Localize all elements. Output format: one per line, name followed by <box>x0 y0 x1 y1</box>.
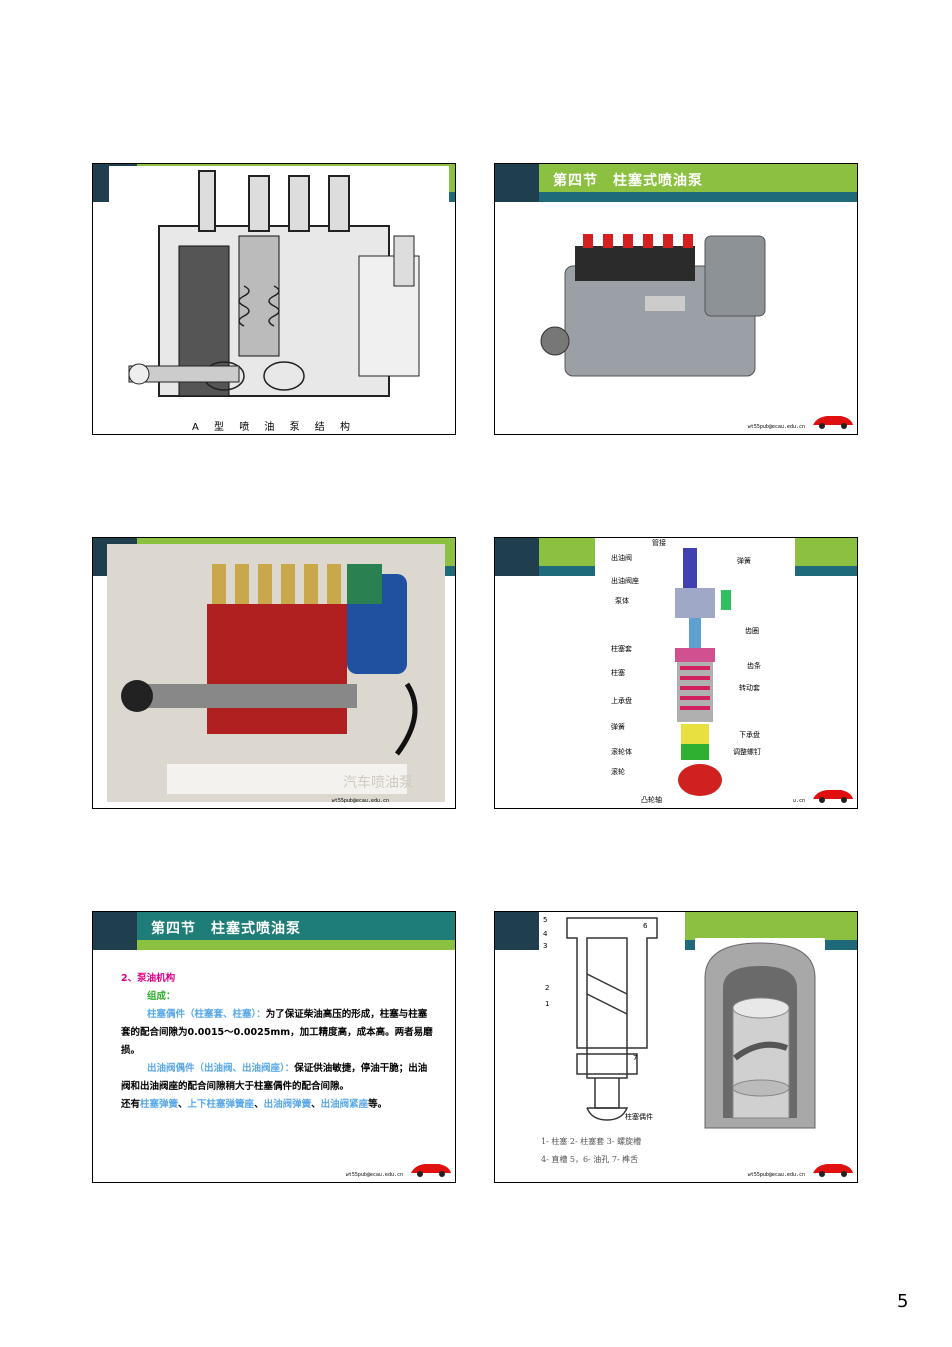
red-car-icon <box>813 1164 853 1177</box>
section-heading: 2、泵油机构 <box>121 973 176 984</box>
diagram-number: 4 <box>543 930 548 938</box>
label-lower-seat: 下承盘 <box>739 731 760 739</box>
plunger-pair-line-drawing <box>566 917 658 1121</box>
paragraph-1: 柱塞偶件（柱塞套、柱塞）：为了保证柴油高压的形成，柱塞与柱塞套的配合间隙为0.0… <box>121 1009 433 1056</box>
label-rack: 齿条 <box>747 662 761 670</box>
label-plunger-barrel: 柱塞套 <box>611 645 632 653</box>
logo-icon <box>93 912 137 950</box>
label-tube-fitting: 管接 <box>652 539 666 547</box>
cutaway-pump-photo <box>107 544 445 802</box>
footer-email: wt55pub@ecau.edu.cn <box>747 1172 805 1178</box>
slide-header: 第四节 柱塞式喷油泵 <box>495 164 857 202</box>
paragraph-2: 出油阀偶件（出油阀、出油阀座）：保证供油敏捷，停油干脆；出油阀和出油阀座的配合间… <box>121 1063 428 1092</box>
red-car-icon <box>813 790 853 803</box>
logo-icon <box>495 912 539 950</box>
diagram-label: 柱塞偶件 <box>625 1113 653 1121</box>
slide-body: 2、泵油机构 组成： 柱塞偶件（柱塞套、柱塞）：为了保证柴油高压的形成，柱塞与柱… <box>121 970 433 1114</box>
label-camshaft: 凸轮轴 <box>641 796 662 804</box>
slide-1: A 型 喷 油 泵 结 构 <box>92 163 456 435</box>
label-spring-top: 弹簧 <box>737 557 751 565</box>
diagram-number: 1 <box>545 1000 550 1008</box>
watermark: 汽车喷油泵 <box>343 775 413 791</box>
header-bar <box>137 912 455 940</box>
slide-title: 第四节 柱塞式喷油泵 <box>151 921 301 937</box>
diagram-number: 6 <box>643 922 648 930</box>
paragraph-3: 还有柱塞弹簧、上下柱塞弹簧座、出油阀弹簧、出油阀紧座等。 <box>121 1099 388 1110</box>
slide-caption: A 型 喷 油 泵 结 构 <box>192 422 356 433</box>
red-car-icon <box>813 416 853 429</box>
plunger-barrel-3d-render <box>695 938 825 1138</box>
label-plunger: 柱塞 <box>611 669 625 677</box>
label-spring: 弹簧 <box>611 723 625 731</box>
diagram-number: 3 <box>543 942 548 950</box>
footer-email: wt55pub@ecau.edu.cn <box>345 1172 403 1178</box>
page-number: 5 <box>897 1291 909 1312</box>
slide-title: 第四节 柱塞式喷油泵 <box>553 173 703 189</box>
diagram-number: 5 <box>543 916 548 924</box>
slide-6: 5 4 3 6 2 1 7 柱塞偶件 1- 柱塞 2- 柱塞套 3- 螺旋槽 4… <box>494 911 858 1183</box>
logo-icon <box>495 538 539 576</box>
label-roller: 滚轮 <box>611 768 625 776</box>
footer-email: u.cn <box>792 798 805 804</box>
legend-line-2: 4- 直槽 5，6- 油孔 7- 榫舌 <box>541 1155 639 1164</box>
label-tappet: 滚轮体 <box>611 748 632 756</box>
label-pump-body: 泵体 <box>615 597 629 605</box>
slide-3: 汽车喷油泵 wt55pub@ecau.edu.cn <box>92 537 456 809</box>
logo-icon <box>495 164 539 202</box>
label-valve-seat: 出油阀座 <box>611 577 639 585</box>
label-upper-seat: 上承盘 <box>611 697 632 705</box>
label-delivery-valve: 出油阀 <box>611 554 632 562</box>
diagram-number: 7 <box>633 1054 638 1062</box>
slide-5: 第四节 柱塞式喷油泵 2、泵油机构 组成： 柱塞偶件（柱塞套、柱塞）：为了保证柴… <box>92 911 456 1183</box>
diagram-number: 2 <box>545 984 550 992</box>
legend-line-1: 1- 柱塞 2- 柱塞套 3- 螺旋槽 <box>541 1137 642 1146</box>
red-car-icon <box>411 1164 451 1177</box>
header-bar <box>539 164 857 192</box>
label-adjust-screw: 调整螺钉 <box>733 748 761 756</box>
label-gear-ring: 齿圈 <box>745 627 759 635</box>
slide-4: 管接 出油阀 出油阀座 泵体 柱塞套 柱塞 上承盘 弹簧 滚轮体 滚轮 凸轮轴 … <box>494 537 858 809</box>
plunger-assembly-diagram <box>675 548 731 796</box>
subheading: 组成： <box>147 991 176 1002</box>
footer-email: wt55pub@ecau.edu.cn <box>747 424 805 430</box>
footer-email: wt55pub@ecau.edu.cn <box>331 798 389 804</box>
label-control-sleeve: 转动套 <box>739 684 760 692</box>
pump-cross-section-drawing <box>109 166 449 418</box>
pump-photo <box>540 234 766 377</box>
slide-header: 第四节 柱塞式喷油泵 <box>93 912 455 950</box>
slide-2: 第四节 柱塞式喷油泵 wt55pub@ecau.edu.cn <box>494 163 858 435</box>
